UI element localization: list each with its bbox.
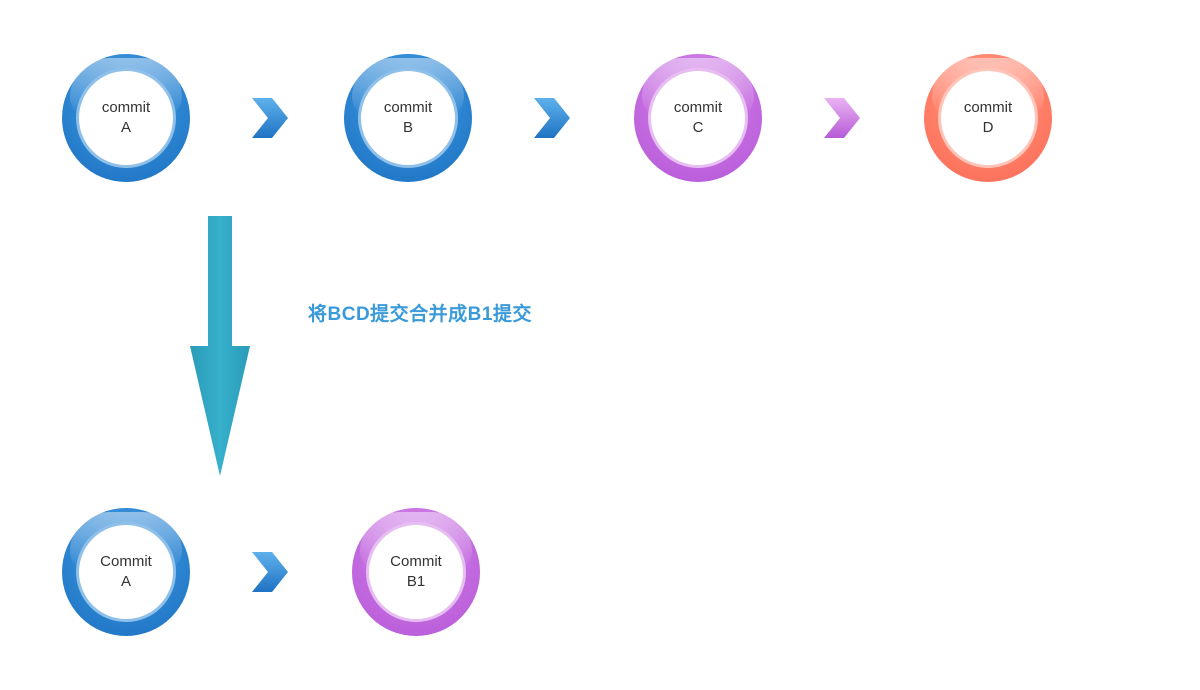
commit-node-id: B (402, 119, 413, 136)
commit-node-id: B1 (406, 573, 426, 590)
chevron-right-icon (252, 552, 288, 592)
commit-node-label: Commit (100, 553, 152, 570)
commit-node-b1: Commit B1 (352, 508, 480, 636)
commit-node-b: commit B (344, 54, 472, 182)
commit-node-id: A (120, 573, 131, 590)
chevron-right-icon (824, 98, 860, 138)
commit-node-label: commit (383, 99, 433, 116)
commit-node-label: commit (673, 99, 723, 116)
commit-node-c: commit C (634, 54, 762, 182)
commit-node-id: A (120, 119, 131, 136)
commit-node-id: D (982, 119, 994, 136)
commit-node-d: commit D (924, 54, 1052, 182)
chevron-right-icon (534, 98, 570, 138)
commit-node-label: commit (101, 99, 151, 116)
down-arrow-icon (190, 216, 250, 476)
commit-node-a: commit A (62, 54, 190, 182)
commit-node-id: C (692, 119, 704, 136)
squash-caption: 将BCD提交合并成B1提交 (308, 304, 532, 325)
commit-node-label: commit (963, 99, 1013, 116)
commit-node-label: Commit (390, 553, 442, 570)
commit-node-a-result: Commit A (62, 508, 190, 636)
chevron-right-icon (252, 98, 288, 138)
